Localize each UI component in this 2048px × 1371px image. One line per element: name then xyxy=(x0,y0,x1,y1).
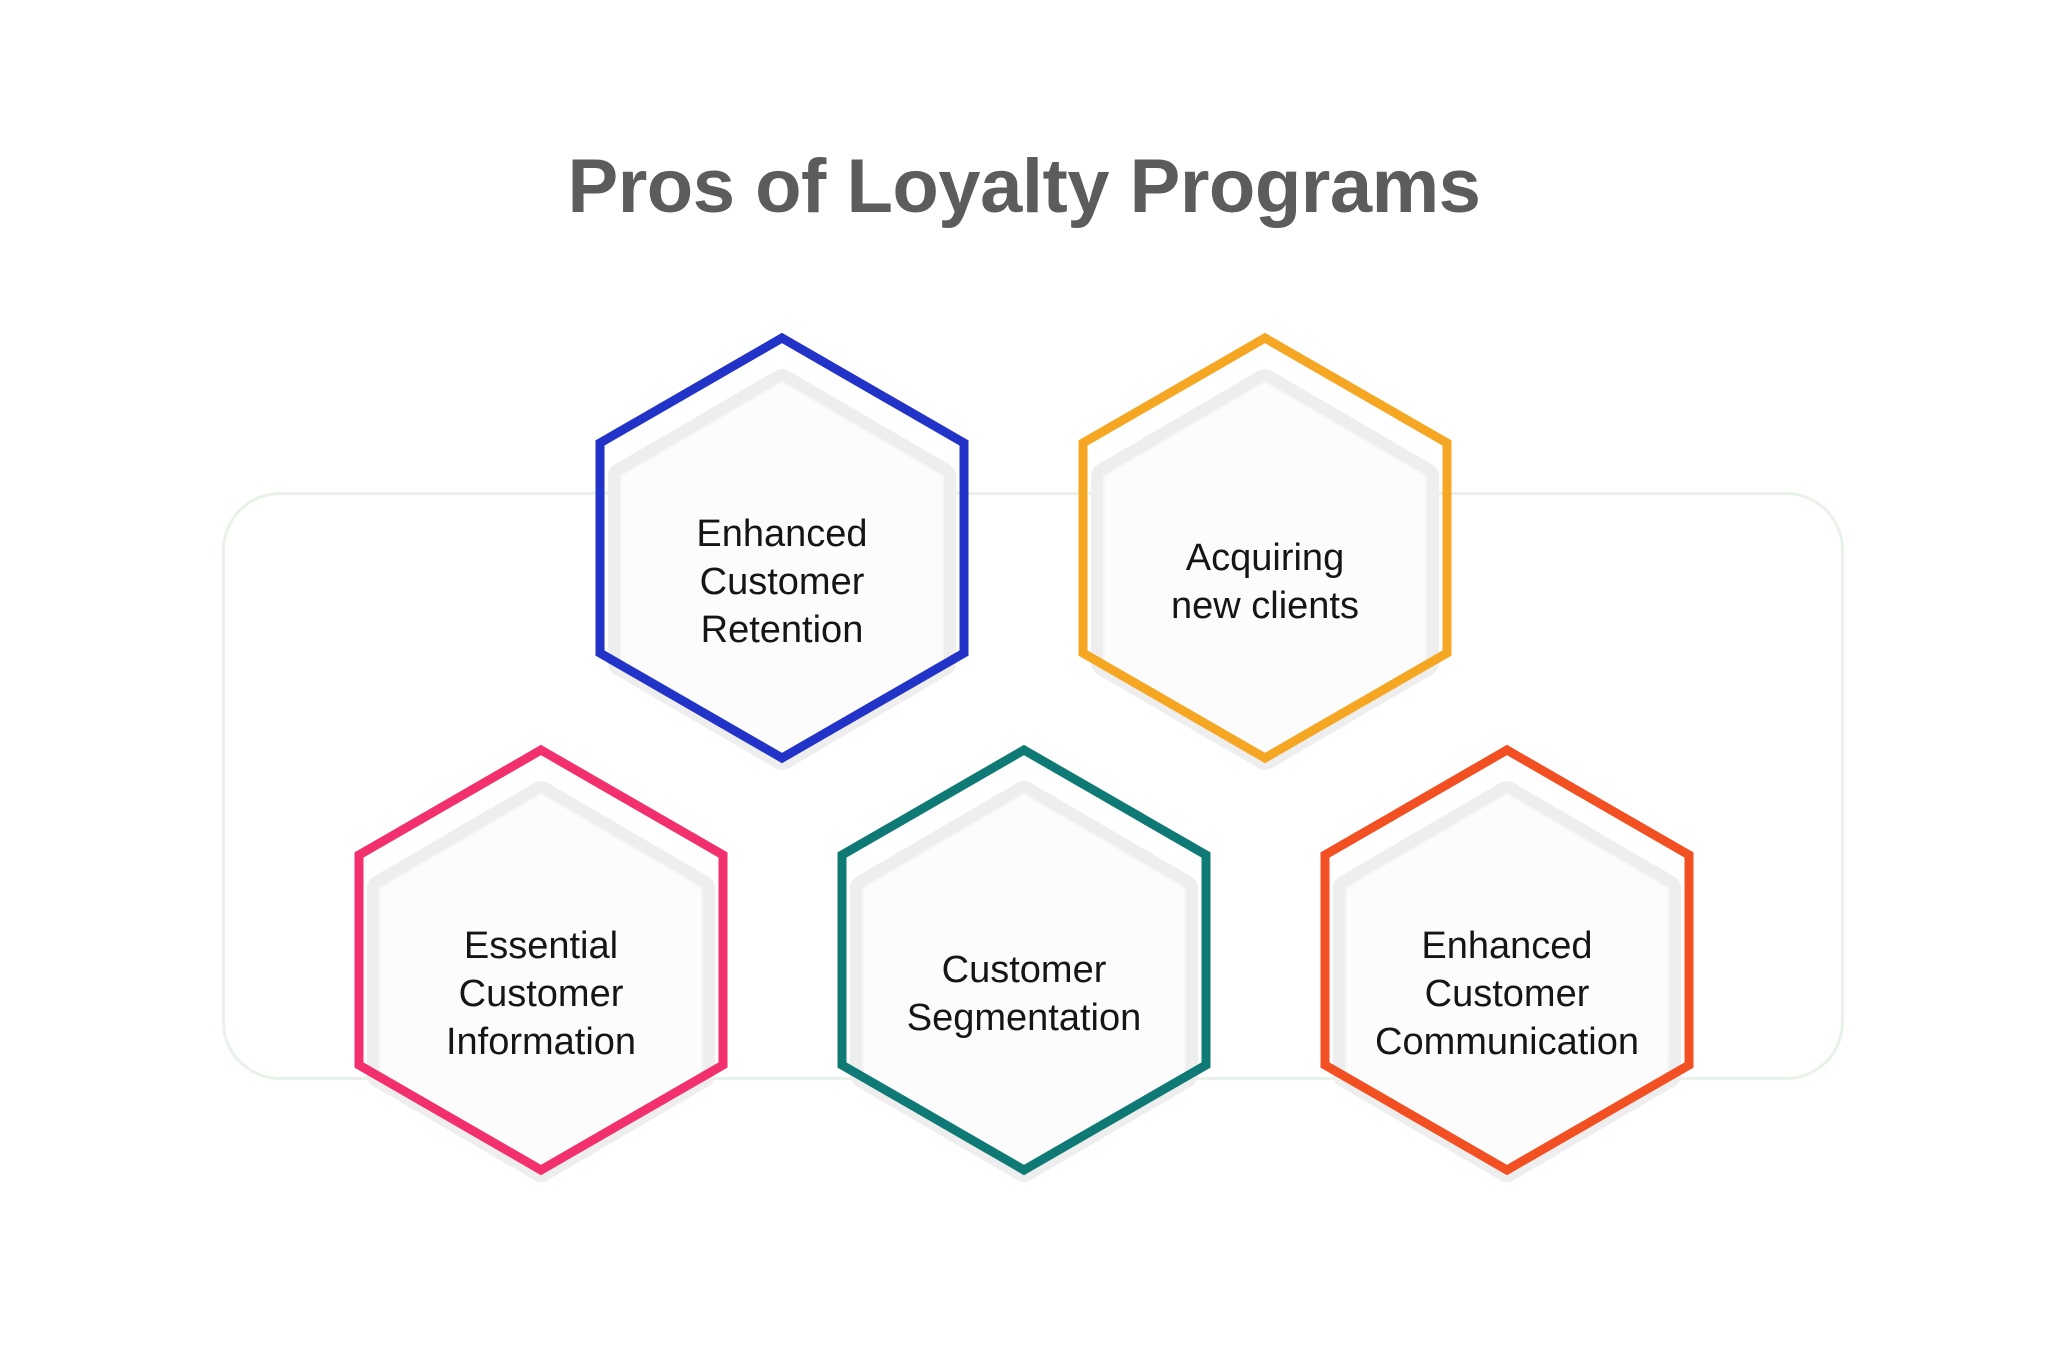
hexagon-shape xyxy=(837,744,1211,1182)
hex-card-enhanced-customer-communication[interactable]: Enhanced Customer Communication xyxy=(1288,742,1726,1248)
hex-card-essential-customer-information[interactable]: Essential Customer Information xyxy=(322,742,760,1248)
hexagon-shape xyxy=(595,332,969,770)
page-title: Pros of Loyalty Programs xyxy=(567,143,1481,229)
hexagon-shape xyxy=(354,744,728,1182)
hexagon-shape xyxy=(1320,744,1694,1182)
hex-card-customer-segmentation[interactable]: Customer Segmentation xyxy=(805,742,1243,1248)
hexagon-shape xyxy=(1078,332,1452,770)
